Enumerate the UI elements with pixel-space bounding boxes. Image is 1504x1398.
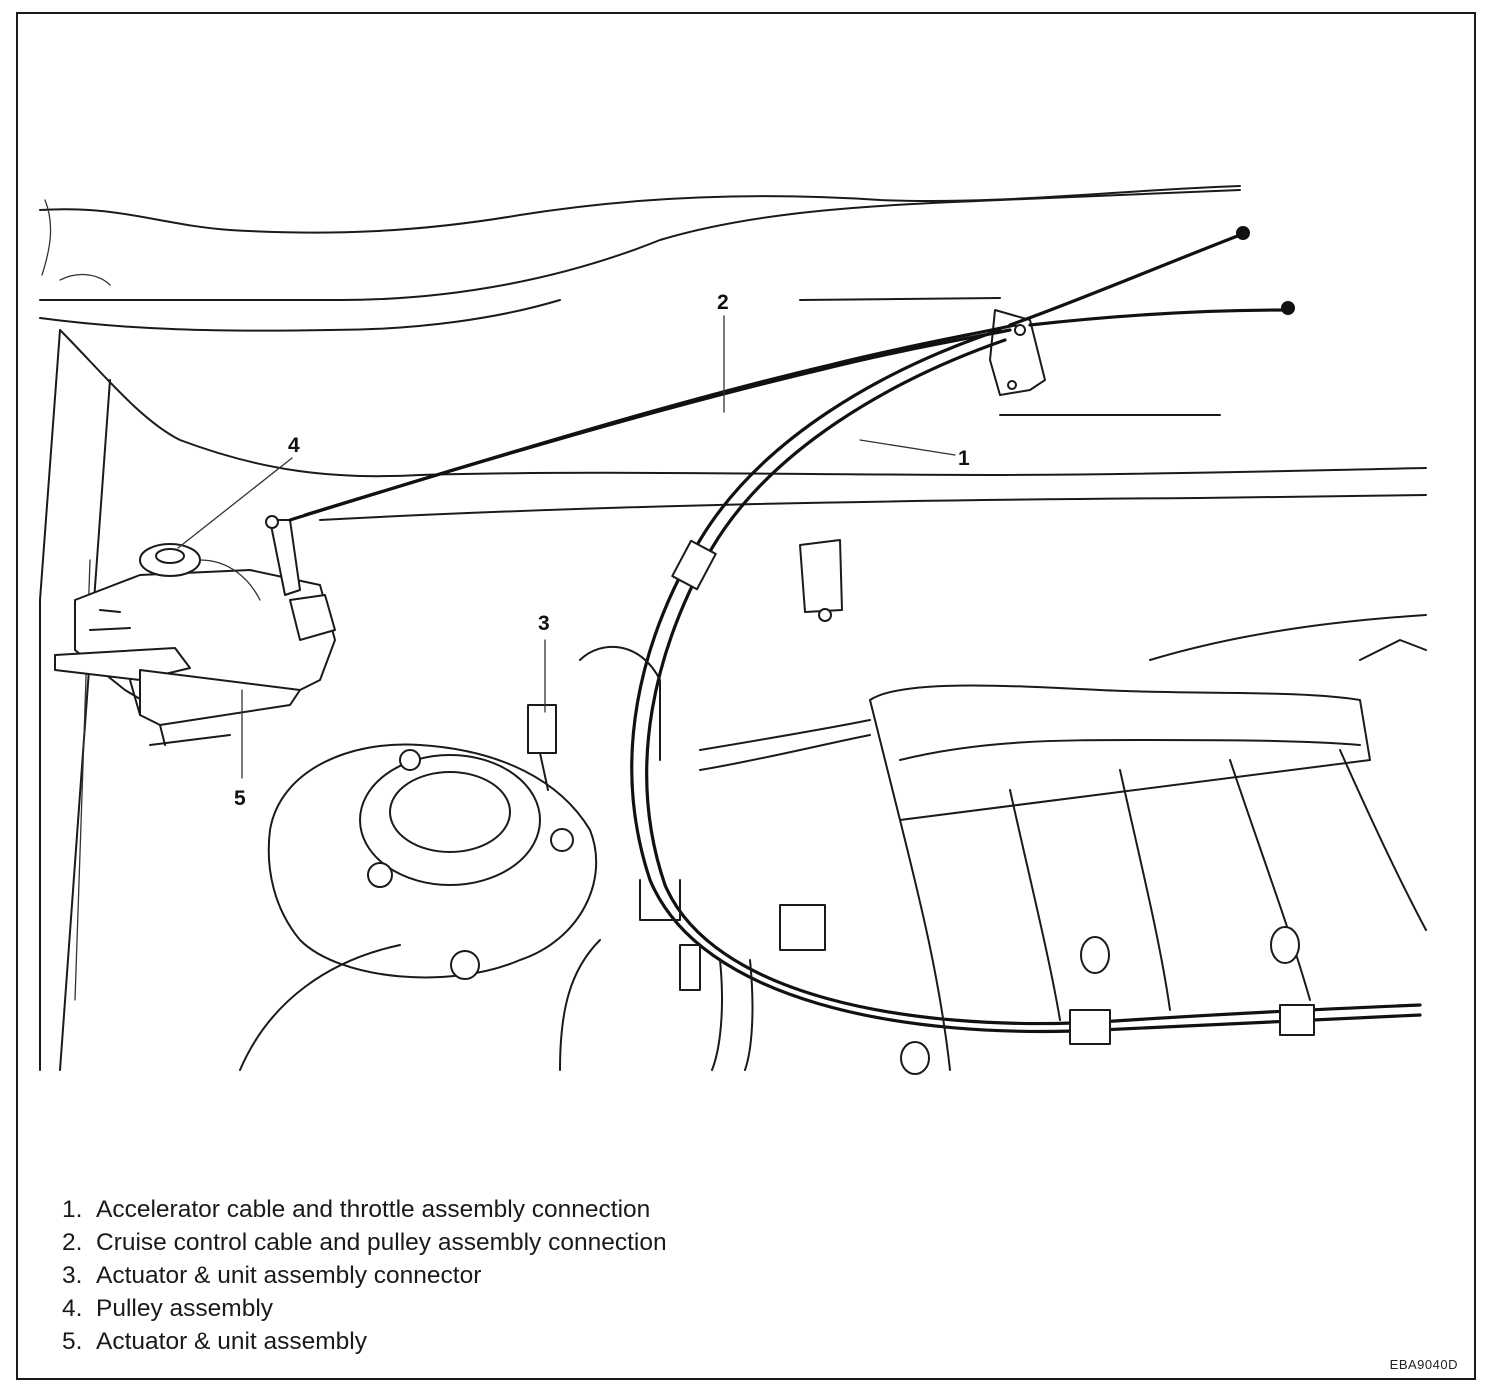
hood-latch-bracket	[799, 539, 843, 622]
figure-code: EBA9040D	[1389, 1357, 1458, 1372]
legend-text: Pulley assembly	[96, 1295, 274, 1322]
accelerator-cable	[630, 301, 1422, 1045]
engine-bay-illustration	[39, 185, 1427, 1075]
fender-outline	[39, 297, 1427, 1071]
figure-frame	[16, 12, 1476, 1380]
legend-item: 5. Actuator & unit assembly	[62, 1325, 667, 1358]
legend-list: 1. Accelerator cable and throttle assembl…	[62, 1193, 667, 1358]
legend-number: 5.	[62, 1328, 83, 1355]
callout-5: 5	[234, 787, 246, 810]
cruise-control-cable	[288, 226, 1250, 522]
legend-item: 3. Actuator & unit assembly connector	[62, 1259, 667, 1292]
callout-3: 3	[538, 612, 550, 635]
callout-4: 4	[288, 434, 300, 457]
legend-text: Actuator & unit assembly connector	[96, 1262, 482, 1289]
legend-number: 3.	[62, 1262, 83, 1289]
callout-2: 2	[717, 291, 729, 314]
legend-number: 1.	[62, 1196, 83, 1223]
legend-item: 4. Pulley assembly	[62, 1292, 667, 1325]
legend-text: Actuator & unit assembly	[96, 1328, 367, 1355]
actuator-unit-assembly	[54, 543, 336, 746]
legend-item: 1. Accelerator cable and throttle assembl…	[62, 1193, 667, 1226]
strut-tower	[239, 743, 601, 1071]
hood-outline	[39, 185, 1241, 332]
legend-item: 2. Cruise control cable and pulley assemb…	[62, 1226, 667, 1259]
legend-number: 4.	[62, 1295, 83, 1322]
callout-1: 1	[958, 447, 970, 470]
leader-lines	[177, 315, 956, 779]
intake-manifold	[639, 614, 1427, 1075]
legend-number: 2.	[62, 1229, 83, 1256]
actuator-connector	[527, 646, 661, 791]
legend-text: Accelerator cable and throttle assembly …	[96, 1196, 651, 1223]
pulley-assembly	[265, 515, 301, 596]
legend-text: Cruise control cable and pulley assembly…	[96, 1229, 667, 1256]
